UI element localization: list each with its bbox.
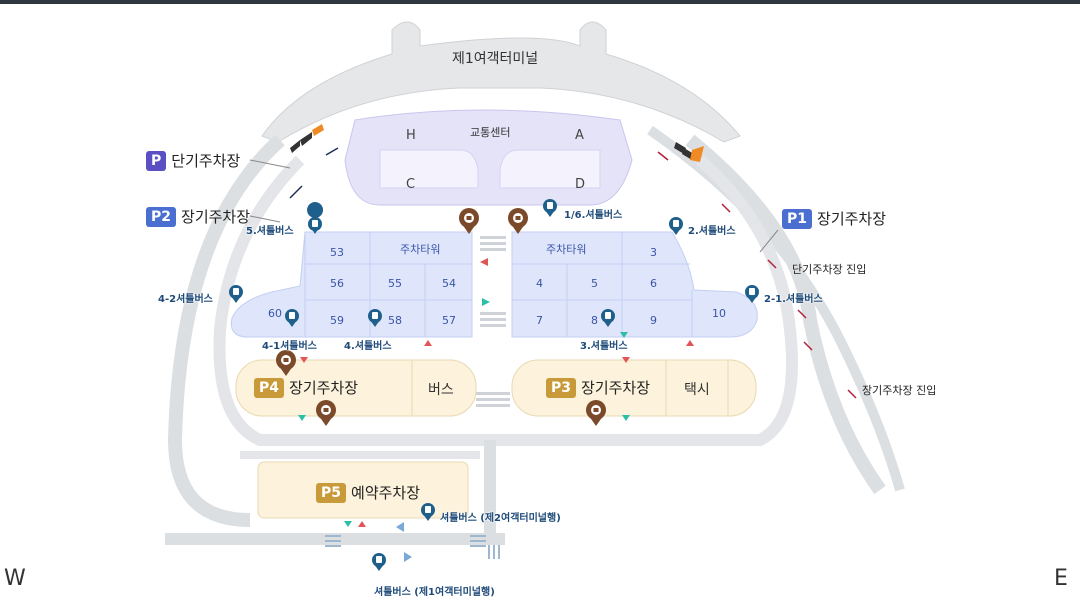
shuttle-pin-42: [229, 285, 243, 303]
terminal-building: [261, 21, 741, 143]
shuttle-4-label[interactable]: 4.셔틀버스: [344, 341, 392, 352]
west-chevrons: [290, 124, 324, 153]
shuttle-pin-t1: [372, 553, 386, 571]
cell-56[interactable]: 56: [330, 277, 344, 290]
cell-55[interactable]: 55: [388, 277, 402, 290]
parking-p2-icon: P2: [146, 206, 177, 227]
window-top-bar: [0, 0, 1080, 4]
east-tower-label: 주차타워: [546, 243, 587, 256]
parking-p-icon: P: [146, 150, 167, 171]
compass-east: E: [1054, 566, 1068, 591]
shuttle-pin-16: [543, 199, 557, 217]
cell-54[interactable]: 54: [442, 277, 456, 290]
short-term-entrance-label: 단기주차장 진입: [792, 263, 867, 276]
p3-parking-area: [511, 359, 757, 417]
inner-loop-road: [213, 155, 798, 446]
cell-10[interactable]: 10: [712, 307, 726, 320]
taxi-area-label: 택시: [684, 382, 710, 398]
cell-3[interactable]: 3: [650, 246, 657, 259]
ring-road: [167, 134, 285, 527]
zone-c: C: [406, 177, 416, 192]
crosswalk-tower: [476, 236, 510, 407]
cell-8[interactable]: 8: [591, 314, 598, 327]
stop-pin-4: [316, 400, 336, 426]
shuttle-pin-41: [285, 309, 299, 327]
road-arrows-west: [289, 147, 339, 199]
cell-53[interactable]: 53: [330, 246, 344, 259]
east-parking-tower: [511, 231, 758, 338]
shuttle-16-label[interactable]: 1/6.셔틀버스: [564, 210, 623, 221]
long-term-entrance-label: 장기주차장 진입: [862, 384, 937, 397]
stop-pin-2: [508, 208, 528, 234]
east-chevrons: [674, 142, 704, 162]
p5-parking-area: [257, 461, 469, 519]
parking-p4-icon: P4: [254, 377, 285, 398]
flow-markers: [298, 258, 694, 562]
shuttle-3-label[interactable]: 3.셔틀버스: [580, 341, 628, 352]
shuttle-pin-3: [601, 309, 615, 327]
parking-p3-icon: P3: [546, 377, 577, 398]
stop-pin-1: [459, 208, 479, 234]
ring-road-east: [685, 134, 886, 495]
transport-center-label: 교통센터: [470, 126, 511, 139]
stop-pin-5: [586, 400, 606, 426]
cell-60[interactable]: 60: [268, 307, 282, 320]
cell-57[interactable]: 57: [442, 314, 456, 327]
shuttle-pin-21: [745, 285, 759, 303]
shuttle-t1-label[interactable]: 셔틀버스 (제1여객터미널행): [374, 587, 495, 598]
zone-d: D: [575, 177, 586, 192]
crosswalk-bottom: [325, 535, 500, 559]
zone-h: H: [406, 128, 416, 143]
shuttle-42-label[interactable]: 4-2셔틀버스: [158, 294, 213, 305]
parking-p1-icon: P1: [782, 208, 813, 229]
cell-59[interactable]: 59: [330, 314, 344, 327]
stop-pin-3: [276, 350, 296, 376]
parking-p5-icon: P5: [316, 482, 347, 503]
shuttle-41-label[interactable]: 4-1셔틀버스: [262, 341, 317, 352]
cell-7[interactable]: 7: [536, 314, 543, 327]
leader-lines: [249, 159, 779, 253]
shuttle-5-label[interactable]: 5.셔틀버스: [246, 226, 294, 237]
entry-arrows: [657, 151, 857, 399]
west-tower-label: 주차타워: [400, 243, 441, 256]
shuttle-pin-2: [669, 217, 683, 235]
cell-9[interactable]: 9: [650, 314, 657, 327]
zone-a: A: [575, 128, 584, 143]
transport-center-inner: [379, 149, 601, 189]
cell-4[interactable]: 4: [536, 277, 543, 290]
cell-58[interactable]: 58: [388, 314, 402, 327]
shuttle-t2-label[interactable]: 셔틀버스 (제2여객터미널행): [440, 513, 561, 524]
south-horizontal-road: [165, 533, 505, 545]
shuttle-pin-5: [307, 202, 324, 234]
bus-area-label: 버스: [428, 382, 454, 398]
terminal-name: 제1여객터미널: [452, 51, 539, 67]
shuttle-2-label[interactable]: 2.셔틀버스: [688, 226, 736, 237]
cell-6[interactable]: 6: [650, 277, 657, 290]
p4-parking-area: [235, 359, 477, 417]
shuttle-pin-t2: [421, 503, 435, 521]
shuttle-21-label[interactable]: 2-1.셔틀버스: [764, 294, 823, 305]
cell-5[interactable]: 5: [591, 277, 598, 290]
shuttle-pin-4: [368, 309, 382, 327]
compass-west: W: [4, 566, 26, 591]
